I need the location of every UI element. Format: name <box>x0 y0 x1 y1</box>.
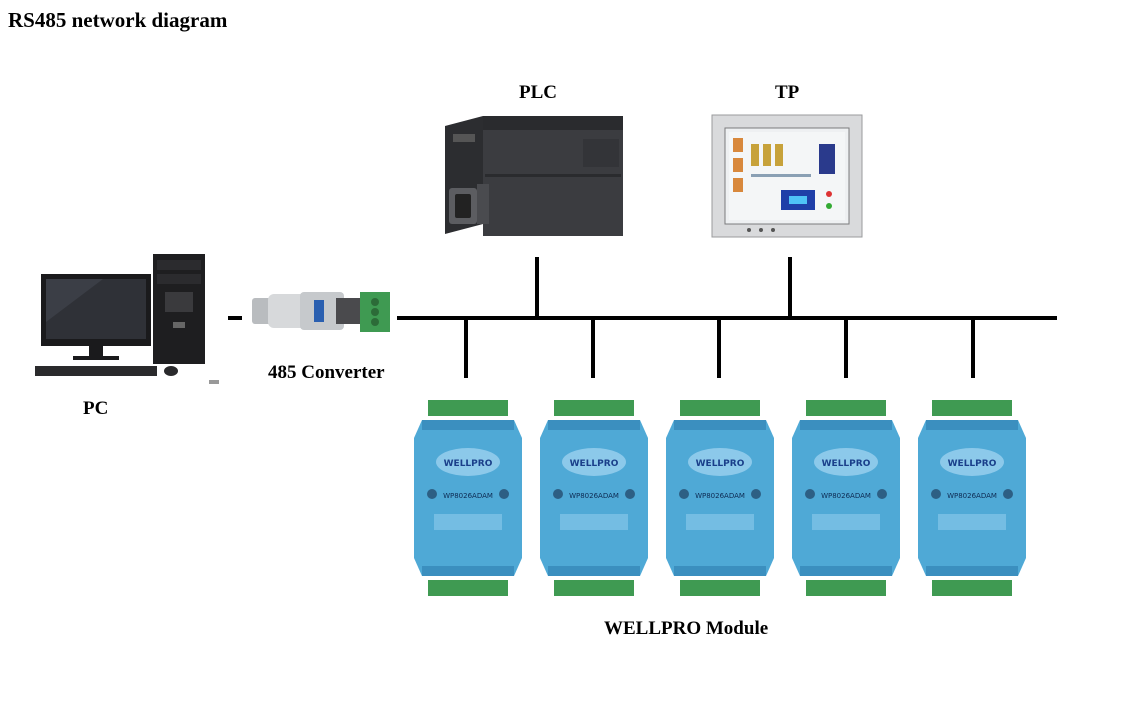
module-group-label: WELLPRO Module <box>604 618 769 639</box>
wellpro-module: WELLPRO WP8026ADAM <box>412 398 524 603</box>
tp-label: TP <box>775 82 800 103</box>
module-image: WELLPRO WP8026ADAM <box>414 400 522 596</box>
module-brand: WELLPRO <box>696 459 745 469</box>
pc-device <box>35 254 219 384</box>
module-image: WELLPRO WP8026ADAM <box>792 400 900 596</box>
module-image: WELLPRO WP8026ADAM <box>666 400 774 596</box>
plc-device <box>445 116 623 236</box>
module-model: WP8026ADAM <box>821 492 871 500</box>
module-model: WP8026ADAM <box>569 492 619 500</box>
module-model: WP8026ADAM <box>695 492 745 500</box>
tp-device <box>711 114 863 238</box>
wellpro-module: WELLPRO WP8026ADAM <box>538 398 650 603</box>
module-model: WP8026ADAM <box>443 492 493 500</box>
module-image: WELLPRO WP8026ADAM <box>918 400 1026 596</box>
pc-label: PC <box>83 398 109 419</box>
wellpro-module: WELLPRO WP8026ADAM <box>790 398 902 603</box>
converter-device <box>252 292 390 332</box>
wellpro-module: WELLPRO WP8026ADAM <box>664 398 776 603</box>
diagram-title: RS485 network diagram <box>8 8 228 32</box>
module-brand: WELLPRO <box>570 459 619 469</box>
converter-label: 485 Converter <box>268 362 385 383</box>
wellpro-module: WELLPRO WP8026ADAM <box>916 398 1028 603</box>
module-image: WELLPRO WP8026ADAM <box>540 400 648 596</box>
module-brand: WELLPRO <box>444 459 493 469</box>
module-brand: WELLPRO <box>948 459 997 469</box>
module-brand: WELLPRO <box>822 459 871 469</box>
module-model: WP8026ADAM <box>947 492 997 500</box>
plc-label: PLC <box>519 82 557 103</box>
